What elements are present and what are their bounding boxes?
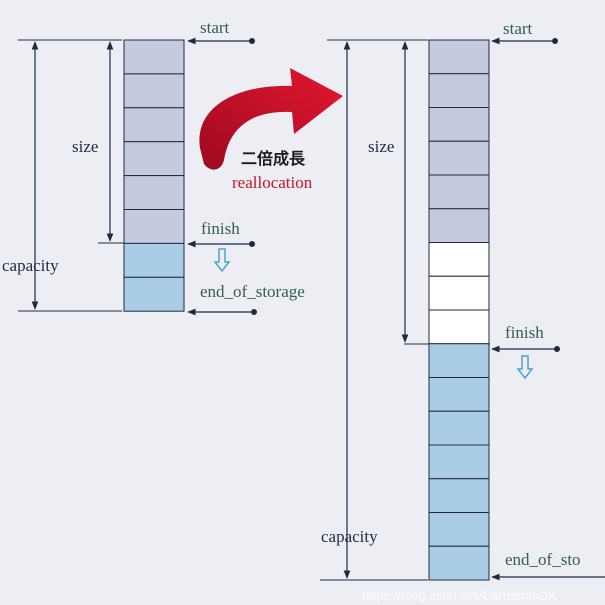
left-finish-dot: [249, 241, 255, 247]
right-spare-cell: [428, 343, 490, 378]
right-spare-cell: [428, 545, 490, 581]
right-start-dot: [552, 38, 558, 44]
left-finish-label: finish: [201, 219, 240, 238]
right-capacity-label: capacity: [321, 527, 378, 546]
left-filled-cell: [123, 209, 185, 244]
right-finish-label: finish: [505, 323, 544, 342]
left-start-label: start: [200, 18, 230, 37]
left-cell-stack: [123, 39, 185, 312]
right-cell-stack: [428, 39, 490, 581]
watermark: https://blog.csdn.net/CarmenIsOK: [362, 588, 557, 603]
right-filled-cell: [428, 73, 490, 108]
right-filled-cell: [428, 140, 490, 176]
left-size-label: size: [72, 137, 98, 156]
right-spare-cell: [428, 410, 490, 446]
right-finish-dot: [554, 346, 560, 352]
right-filled-cell: [428, 107, 490, 142]
left-end-of-storage-label: end_of_storage: [200, 282, 305, 301]
curved-arrow-icon: [199, 68, 343, 170]
transition-chinese-label: 二倍成長: [241, 149, 306, 168]
right-empty-cell: [428, 242, 490, 277]
left-end-of-storage-dot: [251, 309, 257, 315]
left-spare-cell: [123, 276, 185, 312]
left-start-dot: [249, 38, 255, 44]
left-vector: size capacity start finish end_of_storag…: [2, 18, 305, 316]
left-spare-cell: [123, 242, 185, 278]
right-vector: size capacity start finish end_of_sto: [320, 19, 605, 581]
right-empty-cell: [428, 275, 490, 311]
left-filled-cell: [123, 107, 185, 143]
right-end-of-storage-label: end_of_sto: [505, 550, 581, 569]
right-filled-cell: [428, 174, 490, 210]
right-filled-cell: [428, 39, 490, 75]
left-filled-cell: [123, 39, 185, 75]
left-filled-cell: [123, 175, 185, 211]
right-spare-cell: [428, 377, 490, 412]
right-start-label: start: [503, 19, 533, 38]
left-capacity-label: capacity: [2, 256, 59, 275]
reallocation-transition: 二倍成長 reallocation: [199, 68, 343, 192]
right-down-arrow-icon: [516, 355, 534, 380]
left-filled-cell: [123, 73, 185, 109]
right-spare-cell: [428, 512, 490, 547]
right-spare-cell: [428, 478, 490, 513]
right-size-label: size: [368, 137, 394, 156]
right-spare-cell: [428, 444, 490, 480]
left-filled-cell: [123, 141, 185, 177]
transition-english-label: reallocation: [232, 173, 313, 192]
left-down-arrow-icon: [213, 248, 231, 273]
right-filled-cell: [428, 208, 490, 243]
right-empty-cell: [428, 309, 490, 345]
